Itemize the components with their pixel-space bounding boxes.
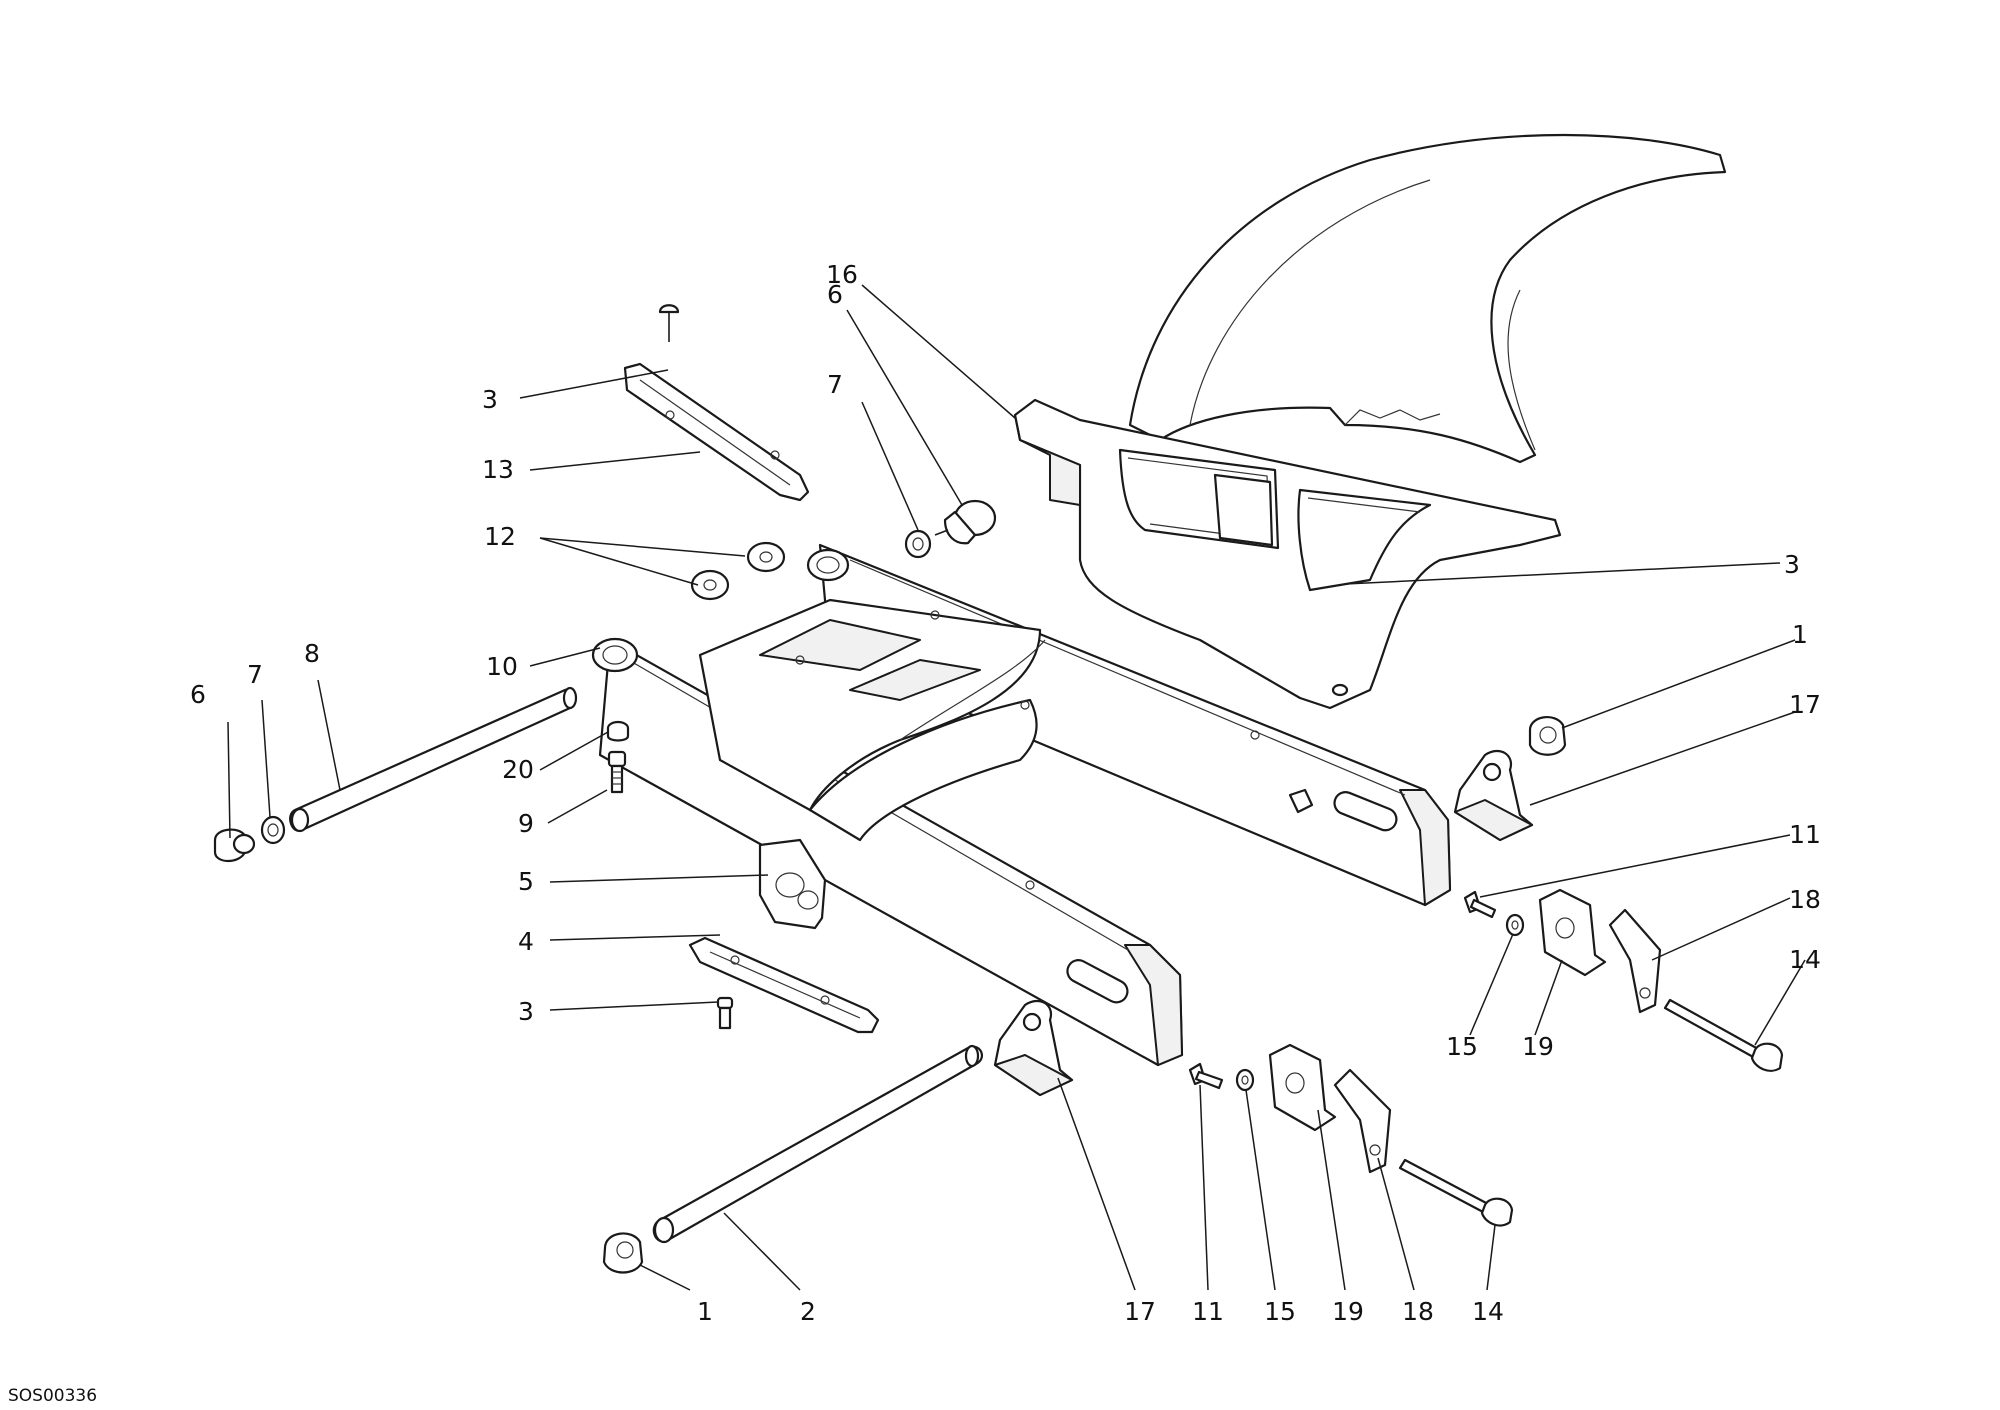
callout-2: 2 xyxy=(800,1297,816,1326)
upper-chain-slider xyxy=(623,362,810,502)
washers xyxy=(690,541,786,601)
wheel-axle xyxy=(652,1044,983,1244)
callout-10: 10 xyxy=(486,652,518,681)
screw-right xyxy=(1463,890,1497,919)
leader-lines xyxy=(227,284,1806,1291)
callout-5: 5 xyxy=(518,867,534,896)
callout-17-right: 17 xyxy=(1789,690,1821,719)
callout-19-bottom: 19 xyxy=(1332,1297,1364,1326)
plug xyxy=(758,838,827,930)
callout-11-right: 11 xyxy=(1789,820,1821,849)
callout-8: 8 xyxy=(304,639,320,668)
washer-bottom xyxy=(1235,1068,1255,1092)
callout-19-right: 19 xyxy=(1522,1032,1554,1061)
left-pivot-cap xyxy=(213,828,256,863)
callout-1-right: 1 xyxy=(1792,620,1808,649)
spacer-bolt xyxy=(607,750,627,794)
callout-6-left: 6 xyxy=(190,680,206,709)
axle-nut-right xyxy=(1528,716,1567,756)
callout-13: 13 xyxy=(482,455,514,484)
callout-15-right: 15 xyxy=(1446,1032,1478,1061)
callout-1-bottom: 1 xyxy=(697,1297,713,1326)
drawing-code: SOS00336 xyxy=(8,1386,97,1406)
spacer xyxy=(606,720,630,742)
callout-17-bottom: 17 xyxy=(1124,1297,1156,1326)
callout-18-bottom: 18 xyxy=(1402,1297,1434,1326)
top-pivot-cap xyxy=(943,499,997,545)
callout-12: 12 xyxy=(484,522,516,551)
adjuster-block-right xyxy=(1538,888,1607,977)
callout-6-top: 6 xyxy=(827,280,843,309)
adjuster-bolt-bottom xyxy=(1398,1158,1514,1227)
callout-4: 4 xyxy=(518,927,534,956)
lower-chain-slider xyxy=(688,936,880,1034)
adjuster-block-bottom xyxy=(1268,1043,1337,1132)
callout-18-right: 18 xyxy=(1789,885,1821,914)
callout-7-left: 7 xyxy=(247,660,263,689)
callout-7-top: 7 xyxy=(827,370,843,399)
screw-bottom xyxy=(1188,1062,1224,1090)
adjuster-bracket-bottom xyxy=(993,999,1074,1097)
callout-14-bottom: 14 xyxy=(1472,1297,1504,1326)
swingarm xyxy=(591,543,1452,1067)
callout-3-top: 3 xyxy=(482,385,498,414)
left-circlip xyxy=(260,815,286,845)
rear-mudguard-chainguard xyxy=(1013,133,1727,710)
lower-slider-screw xyxy=(716,996,734,1030)
adjuster-plate-right xyxy=(1608,908,1662,1014)
callout-3-bottom: 3 xyxy=(518,997,534,1026)
washer-right xyxy=(1505,913,1525,937)
adjuster-bolt-right xyxy=(1663,998,1784,1072)
callout-labels: 3 13 12 16 6 7 3 1 17 10 6 7 8 20 9 5 4 … xyxy=(190,260,1821,1326)
callout-11-bottom: 11 xyxy=(1192,1297,1224,1326)
adjuster-bracket-right xyxy=(1453,749,1534,842)
callout-3-right: 3 xyxy=(1784,550,1800,579)
axle-nut-bottom xyxy=(602,1232,644,1274)
adjuster-plate-bottom xyxy=(1333,1068,1392,1174)
callout-9: 9 xyxy=(518,809,534,838)
top-circlip xyxy=(904,529,932,559)
callout-15-bottom: 15 xyxy=(1264,1297,1296,1326)
callout-14-right: 14 xyxy=(1789,945,1821,974)
callout-20: 20 xyxy=(502,755,534,784)
pivot-shaft-upper xyxy=(289,686,578,833)
callout-16: 16 xyxy=(826,260,858,289)
upper-slider-screw xyxy=(658,304,680,342)
